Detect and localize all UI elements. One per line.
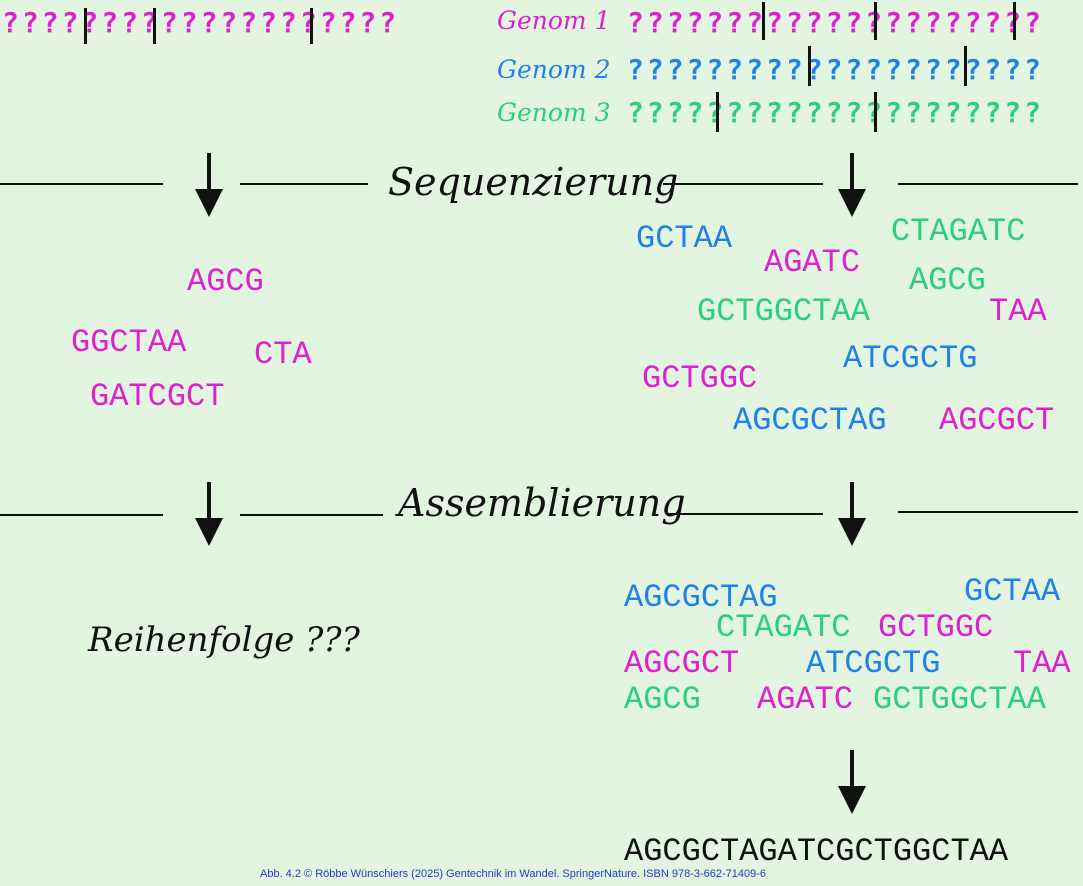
- assembled-read: AGATC: [757, 681, 854, 718]
- cut-mark: [762, 2, 765, 40]
- cut-mark: [874, 92, 877, 132]
- cut-mark: [964, 46, 967, 86]
- genome-3-sequence: ?????????????????????: [627, 96, 1045, 129]
- step-assembly-label: Assemblierung: [398, 481, 686, 525]
- read: GGCTAA: [71, 324, 187, 361]
- divider-line: [240, 514, 383, 516]
- divider-line: [667, 513, 823, 515]
- divider-line: [0, 514, 163, 516]
- read: GCTGGC: [642, 360, 758, 397]
- arrow-down-icon: [838, 153, 866, 217]
- cut-mark: [153, 8, 156, 44]
- cut-mark: [808, 46, 811, 86]
- read: TAA: [989, 293, 1047, 330]
- read: AGCGCTAG: [733, 402, 887, 439]
- assembled-read: AGCGCT: [624, 645, 740, 682]
- genome-2-label: Genom 2: [497, 55, 611, 84]
- genome-3-label: Genom 3: [497, 98, 611, 127]
- cut-mark: [874, 2, 877, 40]
- assembled-read: GCTGGCTAA: [873, 681, 1046, 718]
- read: GATCGCT: [90, 378, 225, 415]
- assembled-read: ATCGCTG: [806, 645, 941, 682]
- arrow-down-icon: [195, 153, 223, 217]
- read: AGATC: [764, 244, 861, 281]
- cut-mark: [84, 8, 87, 44]
- read: GCTGGCTAA: [697, 293, 870, 330]
- read: AGCG: [187, 263, 264, 300]
- read: GCTAA: [636, 220, 733, 257]
- arrow-down-icon: [195, 482, 223, 546]
- read: ATCGCTG: [843, 340, 978, 377]
- read: CTA: [254, 336, 312, 373]
- assembled-read: AGCGCTAG: [624, 579, 778, 616]
- genome-2-sequence: ?????????????????????: [627, 53, 1045, 86]
- read: AGCGCT: [939, 402, 1055, 439]
- arrow-down-icon: [838, 750, 866, 814]
- divider-line: [898, 511, 1078, 513]
- assembled-read: GCTGGC: [878, 609, 994, 646]
- arrow-down-icon: [838, 482, 866, 546]
- assembled-read: CTAGATC: [716, 609, 851, 646]
- read: AGCG: [909, 262, 986, 299]
- genome-1-sequence: ?????????????????????: [627, 6, 1045, 39]
- read: CTAGATC: [891, 213, 1026, 250]
- divider-line: [0, 183, 163, 185]
- cut-mark: [716, 92, 719, 132]
- step-sequencing-label: Sequenzierung: [388, 160, 679, 204]
- divider-line: [663, 183, 823, 185]
- divider-line: [240, 183, 368, 185]
- cut-mark: [1013, 2, 1016, 40]
- genome-1-label: Genom 1: [497, 6, 611, 35]
- assembled-read: TAA: [1013, 645, 1071, 682]
- order-unknown-label: Reihenfolge ???: [88, 620, 360, 660]
- figure-credit: Abb. 4.2 © Röbbe Wünschiers (2025) Gente…: [260, 868, 767, 880]
- assembled-read: GCTAA: [964, 573, 1061, 610]
- final-sequence: AGCGCTAGATCGCTGGCTAA: [624, 833, 1009, 870]
- cut-mark: [310, 8, 313, 44]
- divider-line: [898, 183, 1078, 185]
- top-left-unknown-sequence: ????????????????????: [2, 6, 400, 39]
- assembled-read: AGCG: [624, 681, 701, 718]
